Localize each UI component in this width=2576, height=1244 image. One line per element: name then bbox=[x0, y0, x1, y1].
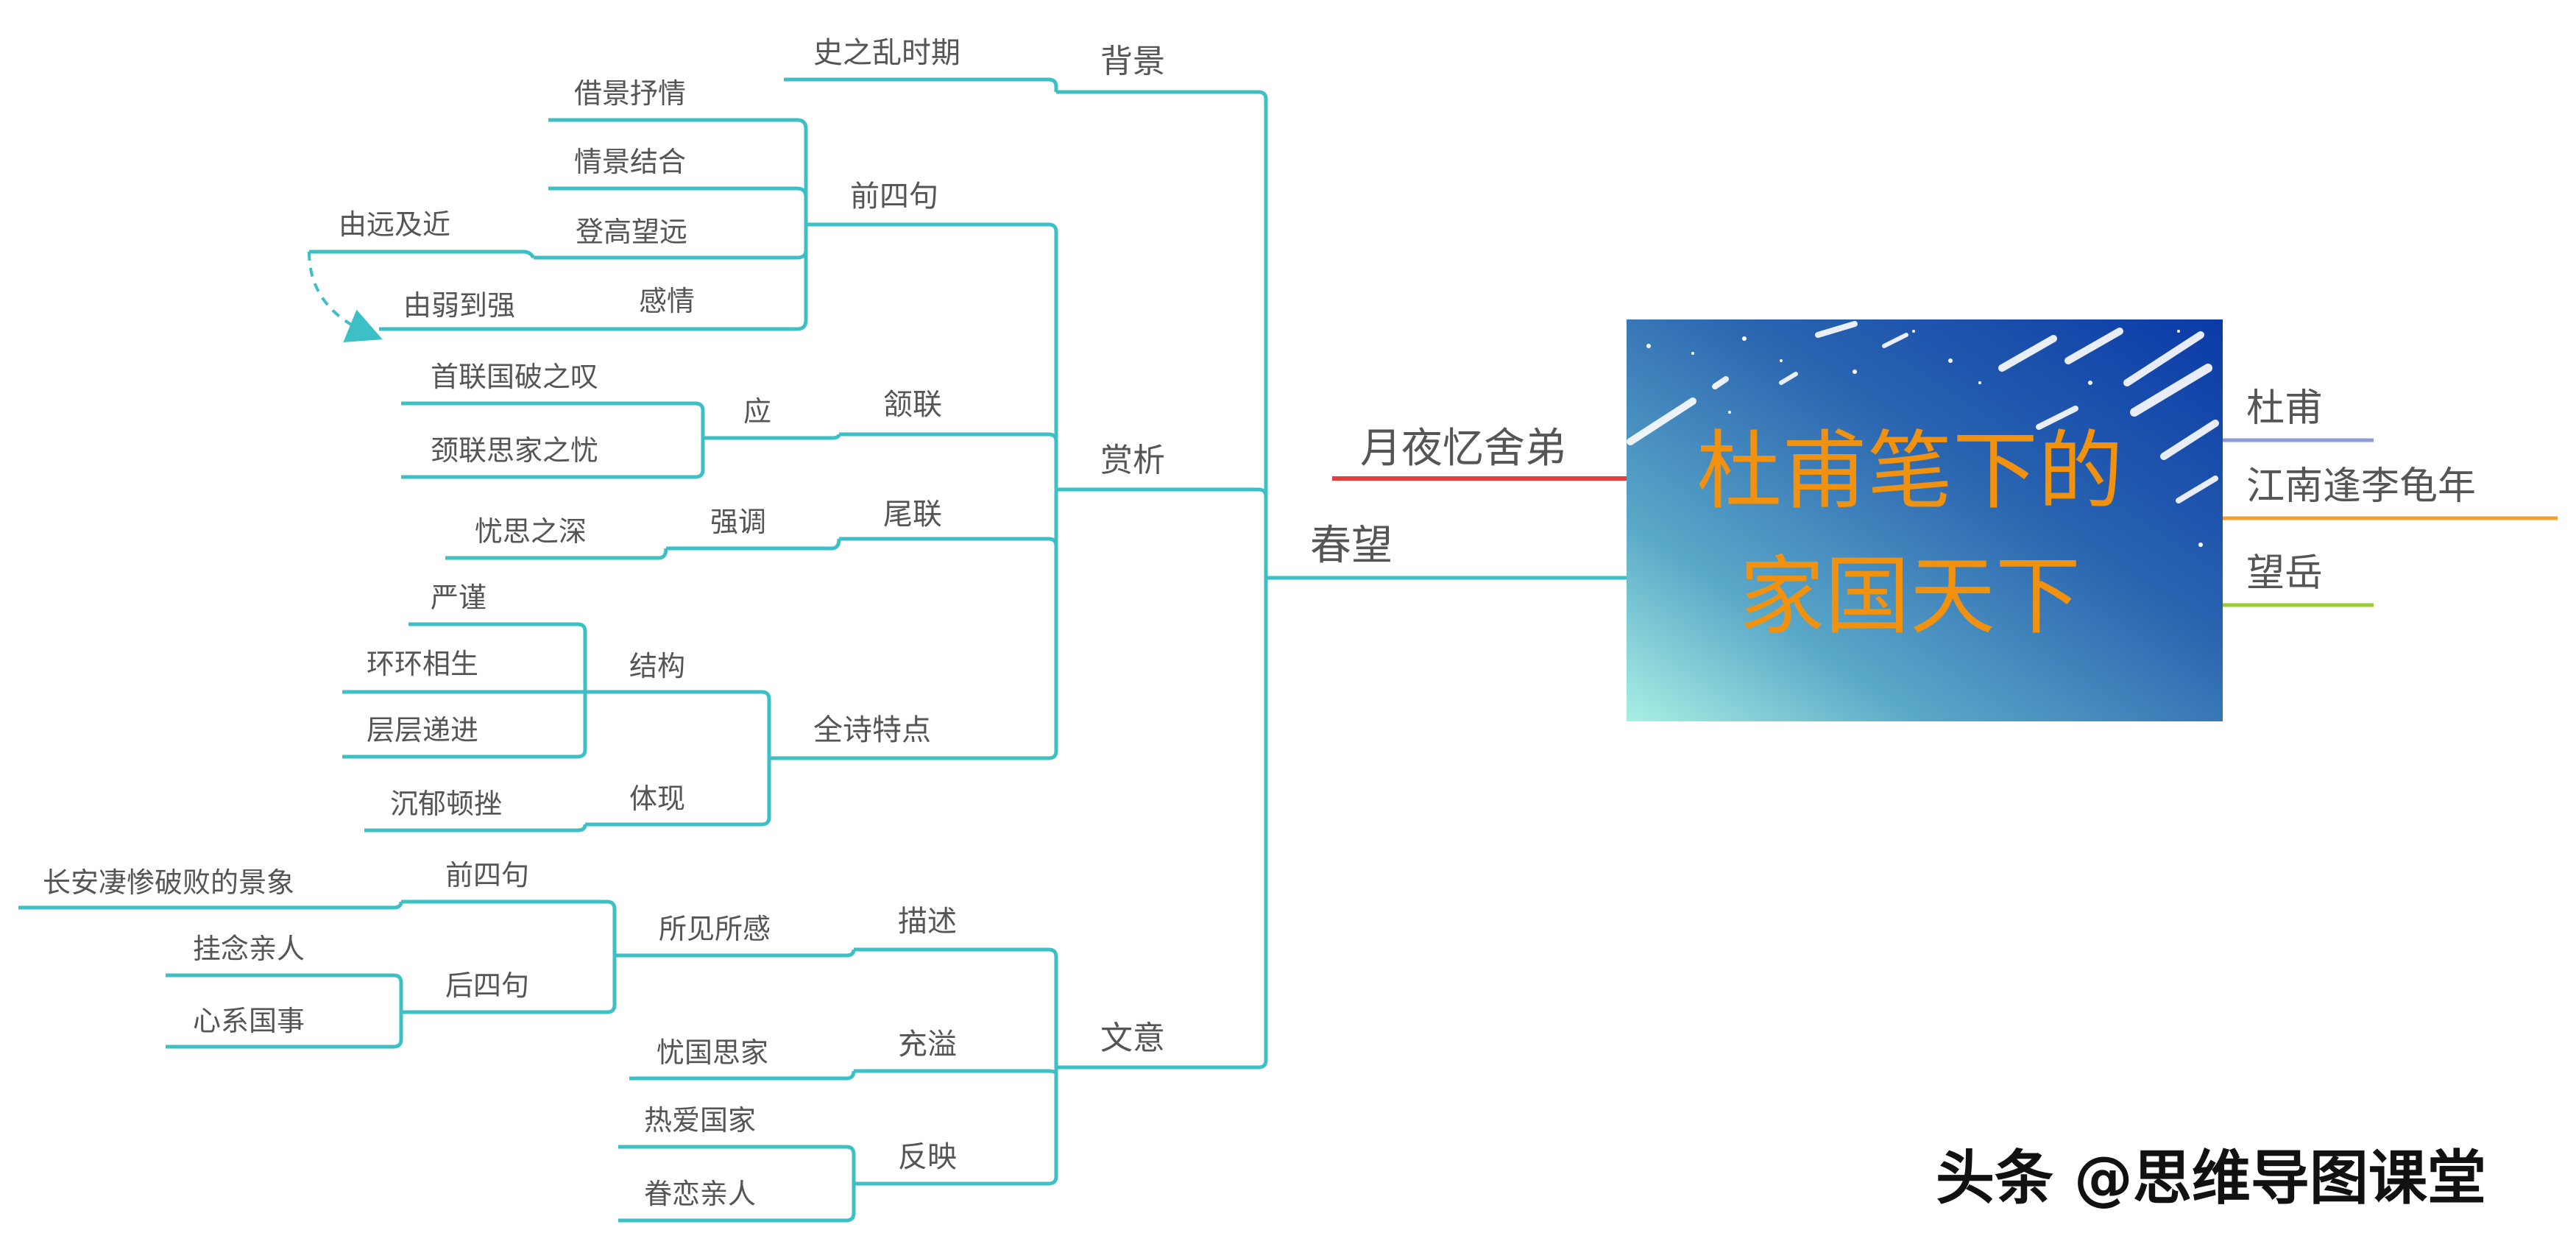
right-topic-dufu-label: 杜甫 bbox=[2246, 386, 2323, 431]
right-topic-wangyue-label: 望岳 bbox=[2246, 551, 2323, 596]
jiegou-item-3: 层层递进 bbox=[367, 714, 478, 746]
right-topic-wangyue[interactable]: 望岳 bbox=[2223, 551, 2374, 607]
miaoshu-hou-item-2: 心系国事 bbox=[193, 1005, 305, 1037]
node-weilian-label: 尾联 bbox=[883, 498, 942, 531]
node-jiegou-label: 结构 bbox=[629, 650, 685, 682]
left-topic-chunwang[interactable]: 春望 bbox=[1266, 522, 1627, 580]
left-topic-yueye[interactable]: 月夜忆舍弟 bbox=[1332, 425, 1627, 481]
node-wenyi-label: 文意 bbox=[1100, 1019, 1165, 1057]
node-quanshi-label: 全诗特点 bbox=[813, 713, 931, 747]
relationship-arrow[interactable] bbox=[308, 251, 383, 342]
jiegou-item-1: 严谨 bbox=[431, 582, 486, 614]
root-topic[interactable]: 杜甫笔下的 家国天下 bbox=[1627, 319, 2223, 721]
qiansiju-item-4: 感情 bbox=[639, 285, 695, 317]
miaoshu-qian-item: 长安凄惨破败的景象 bbox=[43, 866, 294, 899]
node-tixian-label: 体现 bbox=[629, 782, 685, 815]
node-shangxi-qiansiju-label: 前四句 bbox=[850, 180, 938, 213]
fanying-item-1: 热爱国家 bbox=[644, 1104, 756, 1137]
node-chongyi-label: 充溢 bbox=[898, 1028, 957, 1061]
node-miaoshu-mid: 所见所感 bbox=[659, 913, 771, 945]
root-title-line1: 杜甫笔下的 bbox=[1696, 422, 2123, 521]
node-beijing-label: 背景 bbox=[1100, 43, 1165, 80]
miaoshu-qian-label: 前四句 bbox=[445, 859, 529, 891]
node-hanlian-label: 颔联 bbox=[883, 388, 942, 422]
node-wenyi[interactable]: 文意 bbox=[854, 947, 1165, 1186]
right-topic-dufu[interactable]: 杜甫 bbox=[2223, 386, 2374, 442]
miaoshu-hou-label: 后四句 bbox=[445, 969, 529, 1002]
root-title-line2: 家国天下 bbox=[1739, 547, 2081, 646]
node-miaoshu[interactable]: 描述 所见所感 前四句 后四句 长安凄惨破败的景象 挂念亲人 心系国事 bbox=[18, 859, 957, 1049]
qiansiju-item-1: 借景抒情 bbox=[574, 77, 686, 110]
node-miaoshu-label: 描述 bbox=[898, 905, 957, 939]
star-decoration bbox=[1646, 330, 2203, 547]
hanlian-item-2: 颈联思家之忧 bbox=[431, 434, 598, 467]
dengao-child: 由远及近 bbox=[339, 208, 450, 241]
node-shangxi-label: 赏析 bbox=[1100, 442, 1165, 479]
ganqing-child: 由弱到强 bbox=[403, 289, 515, 322]
left-topic-yueye-label: 月夜忆舍弟 bbox=[1360, 425, 1566, 473]
miaoshu-hou-item-1: 挂念亲人 bbox=[193, 933, 305, 965]
qiansiju-item-3: 登高望远 bbox=[576, 216, 687, 248]
node-beijing-child: 史之乱时期 bbox=[813, 36, 960, 70]
fanying-item-2: 眷恋亲人 bbox=[644, 1178, 756, 1210]
right-topic-jiangnan-label: 江南逢李龟年 bbox=[2246, 464, 2476, 509]
node-hanlian[interactable]: 颔联 应 首联国破之叹 颈联思家之忧 bbox=[401, 361, 942, 479]
qiansiju-item-2: 情景结合 bbox=[574, 146, 686, 178]
root-background bbox=[1627, 319, 2223, 721]
node-shangxi[interactable]: 赏析 bbox=[769, 222, 1165, 760]
watermark: 头条 @思维导图课堂 bbox=[1936, 1144, 2486, 1212]
weilian-item: 忧思之深 bbox=[475, 515, 587, 548]
right-topic-jiangnan[interactable]: 江南逢李龟年 bbox=[2223, 464, 2558, 520]
node-weilian[interactable]: 尾联 强调 忧思之深 bbox=[445, 498, 942, 560]
meteor-decoration bbox=[1627, 321, 2219, 503]
node-fanying[interactable]: 反映 热爱国家 眷恋亲人 bbox=[618, 1104, 957, 1223]
node-hanlian-mid: 应 bbox=[743, 395, 771, 428]
node-weilian-mid: 强调 bbox=[710, 506, 766, 538]
chongyi-item: 忧国思家 bbox=[657, 1036, 768, 1069]
left-topic-chunwang-label: 春望 bbox=[1310, 522, 1393, 570]
jiegou-item-2: 环环相生 bbox=[367, 648, 478, 680]
hanlian-item-1: 首联国破之叹 bbox=[431, 361, 598, 393]
node-quanshi[interactable]: 全诗特点 结构 体现 严谨 环环相生 层层递进 沉郁顿挫 bbox=[342, 582, 931, 833]
tixian-item: 沉郁顿挫 bbox=[390, 788, 502, 820]
node-beijing[interactable]: 背景 史之乱时期 bbox=[784, 36, 1165, 92]
node-fanying-label: 反映 bbox=[898, 1140, 957, 1174]
node-shangxi-qiansiju[interactable]: 前四句 借景抒情 情景结合 登高望远 感情 由远及近 由弱到强 bbox=[308, 77, 938, 342]
node-chongyi[interactable]: 充溢 忧国思家 bbox=[629, 1028, 957, 1081]
chunwang-branches bbox=[1056, 90, 1268, 1070]
